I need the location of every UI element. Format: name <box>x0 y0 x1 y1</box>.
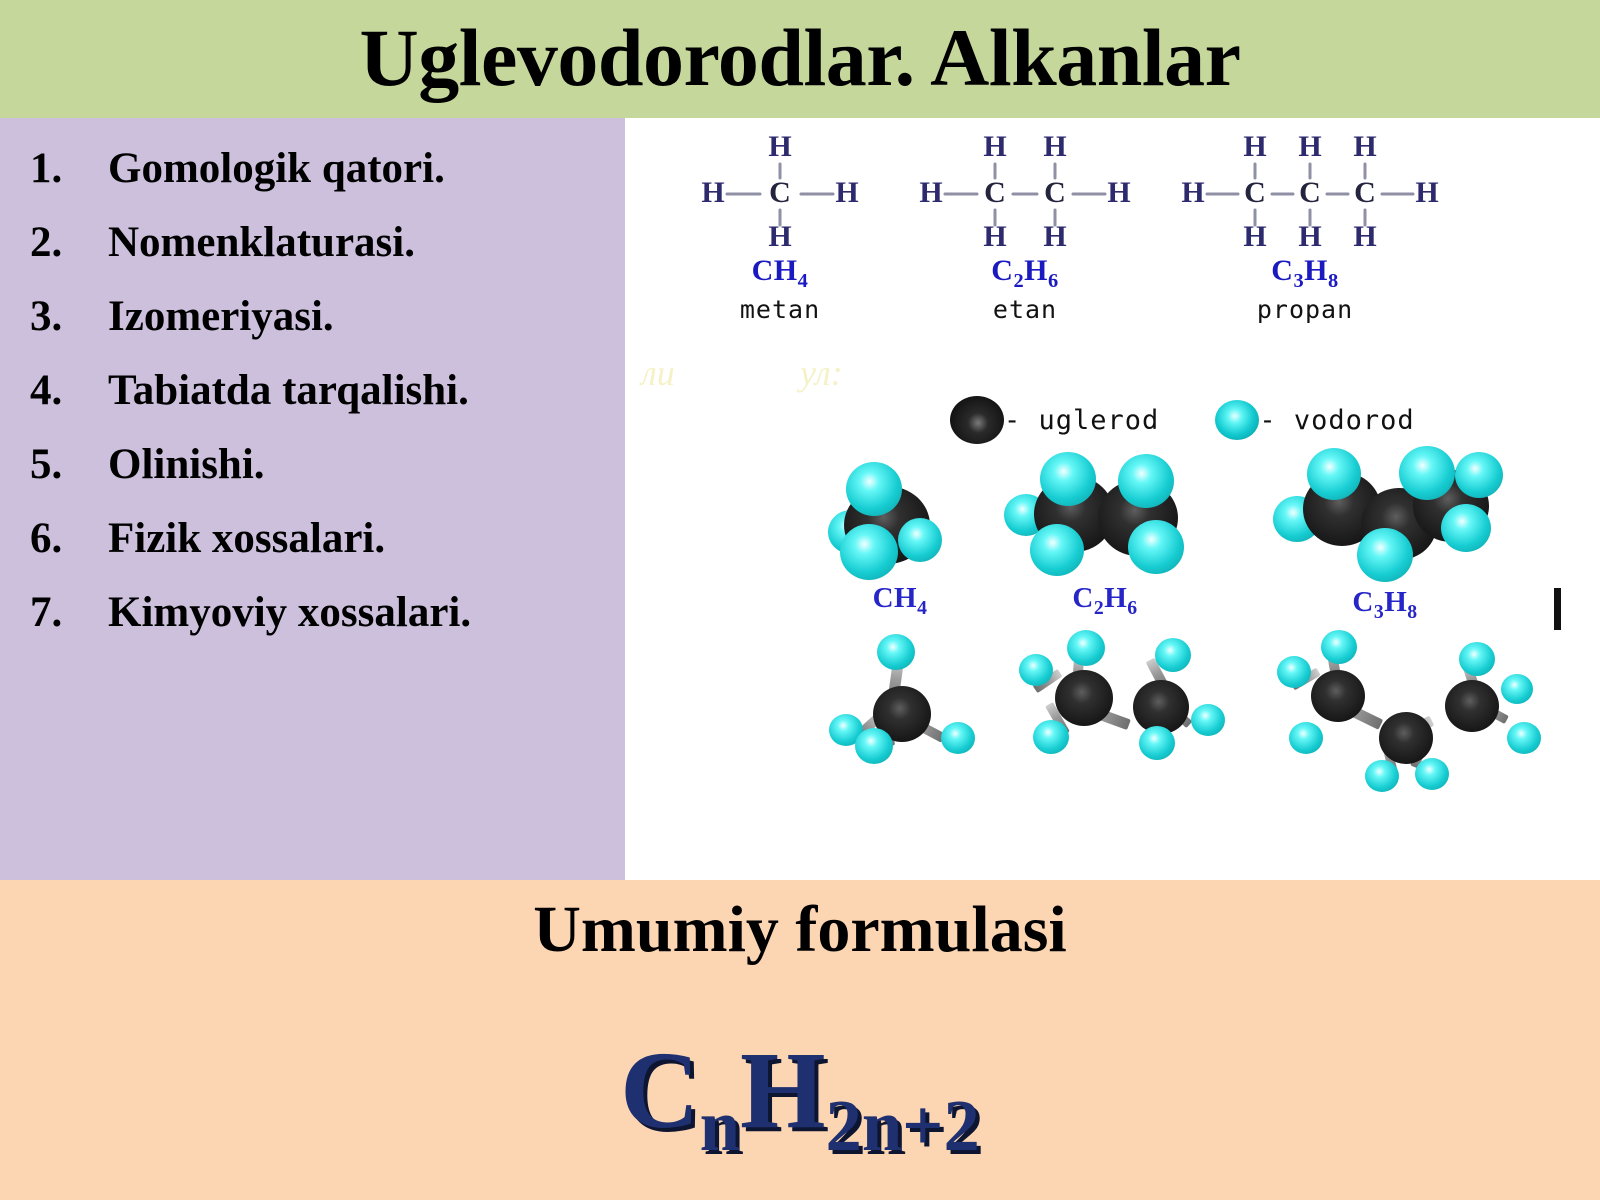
list-item-number: 7. <box>30 589 63 636</box>
legend-label-hydrogen: - vodorod <box>1259 404 1415 436</box>
list-item[interactable]: 2. Nomenklaturasi. <box>16 210 616 276</box>
list-item[interactable]: 1. Gomologik qatori. <box>16 136 616 202</box>
list-item[interactable]: 7. Kimyoviy xossalari. <box>16 580 616 646</box>
legend-entry-hydrogen: - vodorod <box>1215 400 1414 440</box>
svg-text:H: H <box>1353 130 1376 163</box>
list-item-number: 1. <box>30 145 63 192</box>
agenda-list: 1. Gomologik qatori. 2. Nomenklaturasi. … <box>16 136 616 654</box>
general-formula: CnH2n+2 <box>0 1030 1600 1186</box>
spacefill-model-ethane: C2H6 <box>1000 450 1210 619</box>
footer-band: Umumiy formulasi CnH2n+2 <box>0 880 1600 1200</box>
ethane-diagram-icon: H H C C H H H H <box>919 130 1130 250</box>
propane-diagram-icon: H H H C C C H H H H H <box>1181 130 1438 250</box>
lewis-name-methane: metan <box>739 295 821 324</box>
formula-hydrogen-subscript: 2n+2 <box>825 1085 980 1166</box>
edge-artifact-mark <box>1554 588 1561 630</box>
carbon-atom-icon <box>950 396 1004 444</box>
spacefill-label-ethane: C2H6 <box>1072 582 1138 619</box>
methane-diagram-icon: H C H H H <box>701 130 858 250</box>
list-item-label: Kimyoviy xossalari. <box>108 589 472 636</box>
svg-text:H: H <box>1353 220 1376 250</box>
svg-text:H: H <box>1298 130 1321 163</box>
svg-text:H: H <box>768 220 791 250</box>
svg-text:H: H <box>701 176 724 209</box>
ethane-spacefill-icon <box>1000 450 1210 608</box>
lewis-name-propane: propan <box>1256 295 1354 324</box>
lewis-formula-methane: CH4 <box>751 254 809 292</box>
list-item-number: 4. <box>30 367 63 414</box>
lewis-formula-ethane: C2H6 <box>991 254 1059 292</box>
header-band: Uglevodorodlar. Alkanlar <box>0 0 1600 118</box>
svg-text:H: H <box>983 220 1006 250</box>
svg-text:H: H <box>1243 130 1266 163</box>
svg-text:H: H <box>919 176 942 209</box>
list-item-label: Izomeriyasi. <box>108 293 334 340</box>
hydrogen-atom-icon <box>1215 400 1260 440</box>
footer-heading: Umumiy formulasi <box>533 893 1067 966</box>
spacefill-model-propane: C3H8 <box>1265 444 1505 623</box>
list-item-number: 6. <box>30 515 63 562</box>
sidebar-panel: 1. Gomologik qatori. 2. Nomenklaturasi. … <box>0 118 625 880</box>
list-item[interactable]: 5. Olinishi. <box>16 432 616 498</box>
svg-text:H: H <box>835 176 858 209</box>
svg-text:C: C <box>1299 176 1321 209</box>
list-item-number: 3. <box>30 293 63 340</box>
legend-label-carbon: - uglerod <box>1004 404 1160 436</box>
svg-text:H: H <box>1181 176 1204 209</box>
watermark-text-2: ул: <box>800 353 843 393</box>
svg-text:C: C <box>769 176 791 209</box>
svg-text:H: H <box>983 130 1006 163</box>
legend: - uglerod - vodorod <box>950 396 1415 444</box>
legend-entry-carbon: - uglerod <box>950 396 1159 444</box>
lewis-name-ethane: etan <box>992 295 1058 324</box>
svg-text:H: H <box>1415 176 1438 209</box>
svg-text:C: C <box>984 176 1006 209</box>
lewis-structure-ethane: H H C C H H H H C2H6 etan <box>895 130 1155 324</box>
formula-carbon-symbol: C <box>620 1029 700 1151</box>
svg-text:H: H <box>1043 130 1066 163</box>
ballstick-model-propane <box>1255 630 1541 792</box>
spacefill-label-propane: C3H8 <box>1352 586 1418 623</box>
svg-text:H: H <box>1298 220 1321 250</box>
list-item-label: Gomologik qatori. <box>108 145 445 192</box>
svg-text:H: H <box>768 130 791 163</box>
ballstick-model-methane <box>815 628 995 764</box>
svg-text:H: H <box>1043 220 1066 250</box>
page-title: Uglevodorodlar. Alkanlar <box>359 12 1241 103</box>
svg-text:H: H <box>1243 220 1266 250</box>
figure-panel: H C H H H CH4 metan H H C C <box>625 118 1600 880</box>
list-item-number: 5. <box>30 441 63 488</box>
svg-text:H: H <box>1107 176 1130 209</box>
list-item-label: Tabiatda tarqalishi. <box>108 367 469 414</box>
propane-spacefill-icon <box>1265 444 1505 612</box>
propane-ballstick-icon <box>1255 630 1541 792</box>
lewis-structure-methane: H C H H H CH4 metan <box>665 130 895 324</box>
spacefill-label-methane: CH4 <box>872 582 928 619</box>
methane-spacefill-icon <box>810 458 990 608</box>
methane-ballstick-icon <box>815 628 995 764</box>
list-item[interactable]: 6. Fizik xossalari. <box>16 506 616 572</box>
svg-text:C: C <box>1044 176 1066 209</box>
svg-text:C: C <box>1354 176 1376 209</box>
watermark-text-1: ли <box>641 353 675 393</box>
formula-carbon-subscript: n <box>699 1085 740 1166</box>
formula-hydrogen-symbol: H <box>739 1029 826 1151</box>
list-item-label: Fizik xossalari. <box>108 515 386 562</box>
svg-text:C: C <box>1244 176 1266 209</box>
lewis-formula-propane: C3H8 <box>1271 254 1339 292</box>
list-item-label: Nomenklaturasi. <box>108 219 415 266</box>
list-item-label: Olinishi. <box>108 441 265 488</box>
spacefill-model-methane: CH4 <box>810 458 990 619</box>
list-item[interactable]: 3. Izomeriyasi. <box>16 284 616 350</box>
lewis-structure-propane: H H H C C C H H H H H <box>1145 130 1465 324</box>
list-item-number: 2. <box>30 219 63 266</box>
list-item[interactable]: 4. Tabiatda tarqalishi. <box>16 358 616 424</box>
ballstick-model-ethane <box>995 618 1225 760</box>
ethane-ballstick-icon <box>995 618 1225 760</box>
